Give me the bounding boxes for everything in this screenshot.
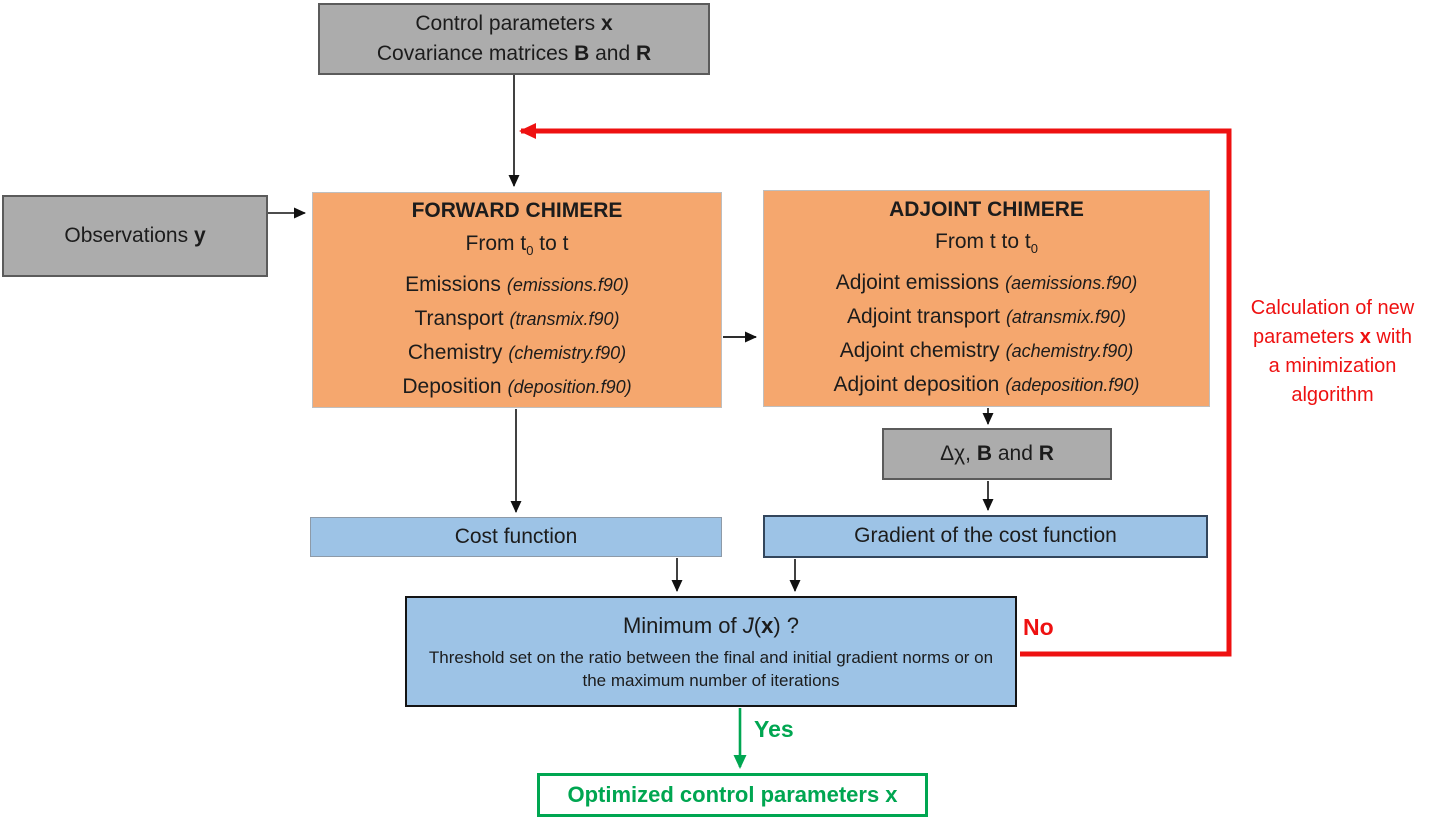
observations-box: Observations y	[2, 195, 268, 277]
forward-module-chemistry: Chemistry(chemistry.f90)	[407, 340, 627, 364]
note-line3: a minimization	[1268, 355, 1397, 377]
forward-chimere-box: FORWARD CHIMERE From t0 to t Emissions(e…	[312, 192, 722, 408]
adjoint-chimere-box: ADJOINT CHIMERE From t to t0 Adjoint emi…	[763, 190, 1210, 407]
forward-module-transport: Transport(transmix.f90)	[414, 306, 620, 330]
cost-function-label: Cost function	[454, 524, 578, 548]
minimization-note: Calculation of new parameters x with a m…	[1232, 294, 1433, 410]
optimized-label: Optimized control parameters x	[567, 782, 898, 808]
yes-label: Yes	[754, 716, 794, 742]
adjoint-time-range: From t to t0	[935, 230, 1038, 257]
cost-function-box: Cost function	[310, 517, 722, 557]
adjoint-module-transport: Adjoint transport(atransmix.f90)	[847, 305, 1126, 329]
forward-time-range: From t0 to t	[465, 231, 569, 258]
forward-module-deposition: Deposition(deposition.f90)	[402, 374, 632, 398]
adjoint-title: ADJOINT CHIMERE	[889, 197, 1084, 221]
no-label: No	[1023, 614, 1054, 640]
control-line1: Control parameters x	[415, 11, 613, 35]
control-parameters-box: Control parameters x Covariance matrices…	[318, 3, 710, 75]
minimum-decision-box: Minimum of J(x) ? Threshold set on the r…	[405, 596, 1017, 707]
delta-chi-label: Δχ, B and R	[940, 441, 1054, 465]
decision-subtitle: Threshold set on the ratio between the f…	[428, 647, 994, 691]
adjoint-module-emissions: Adjoint emissions(aemissions.f90)	[835, 271, 1138, 295]
control-line2: Covariance matrices B and R	[376, 42, 652, 65]
forward-module-emissions: Emissions(emissions.f90)	[405, 272, 629, 296]
note-line2: parameters x with	[1253, 326, 1412, 348]
adjoint-module-chemistry: Adjoint chemistry(achemistry.f90)	[839, 339, 1134, 363]
note-line1: Calculation of new	[1250, 297, 1415, 319]
gradient-label: Gradient of the cost function	[854, 524, 1117, 548]
optimized-parameters-box: Optimized control parameters x	[537, 773, 928, 817]
decision-title: Minimum of J(x) ?	[622, 612, 800, 638]
observations-label: Observations y	[64, 223, 206, 247]
forward-title: FORWARD CHIMERE	[411, 199, 623, 223]
note-line4: algorithm	[1291, 384, 1374, 406]
delta-chi-box: Δχ, B and R	[882, 428, 1112, 480]
gradient-box: Gradient of the cost function	[763, 515, 1208, 558]
adjoint-module-deposition: Adjoint deposition(adeposition.f90)	[833, 373, 1140, 397]
